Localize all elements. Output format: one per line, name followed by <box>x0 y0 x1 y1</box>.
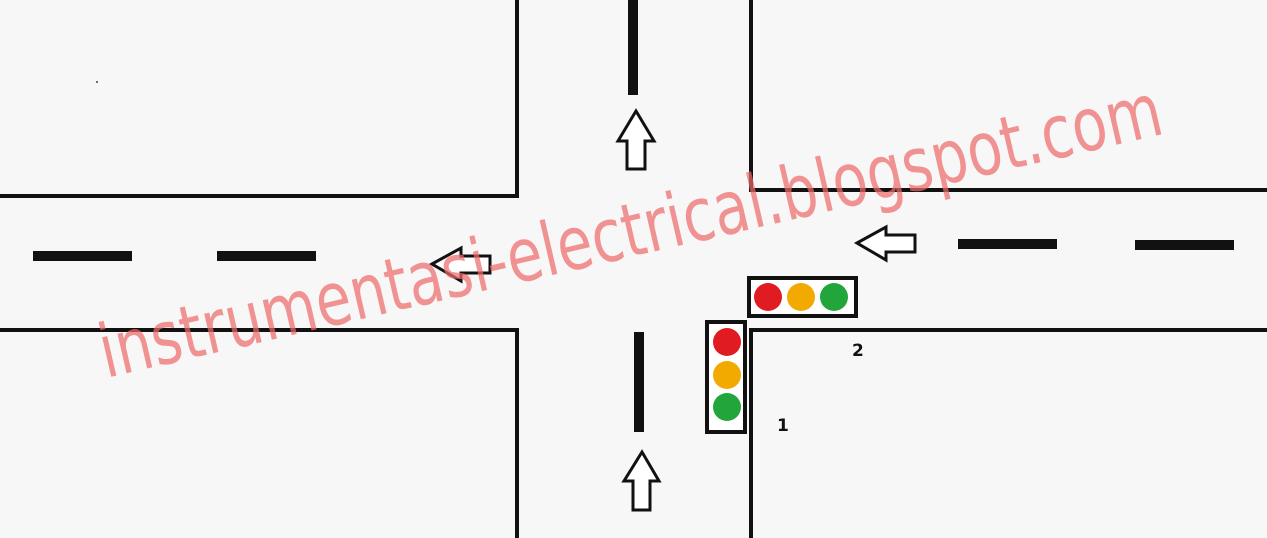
signal-2-yellow-lamp <box>787 283 815 311</box>
dash-south <box>634 332 644 432</box>
traffic-signal-2 <box>747 276 858 318</box>
signal-1-yellow-lamp <box>713 361 741 389</box>
arrow-left-east-icon <box>853 224 917 263</box>
edge-top-right <box>749 0 1267 192</box>
speck <box>96 81 98 83</box>
signal-2-red-lamp <box>754 283 782 311</box>
signal-2-green-lamp <box>820 283 848 311</box>
dash-north <box>628 0 638 95</box>
signal-1-red-lamp <box>713 328 741 356</box>
signal-2-label: 2 <box>852 341 864 361</box>
edge-top-left <box>0 0 519 198</box>
traffic-signal-1 <box>705 320 747 434</box>
lane-dashes <box>33 0 1234 432</box>
edge-bottom-right <box>749 328 1267 538</box>
dash-east-1 <box>958 239 1057 249</box>
direction-arrows <box>428 108 917 512</box>
dash-east-2 <box>1135 240 1234 250</box>
arrow-up-north-icon <box>615 108 657 171</box>
arrow-left-west-icon <box>428 245 492 284</box>
signal-1-green-lamp <box>713 393 741 421</box>
dash-west-1 <box>33 251 132 261</box>
arrow-up-south-icon <box>621 449 662 512</box>
dash-west-2 <box>217 251 316 261</box>
signal-1-label: 1 <box>777 416 789 436</box>
edge-bottom-left <box>0 328 519 538</box>
